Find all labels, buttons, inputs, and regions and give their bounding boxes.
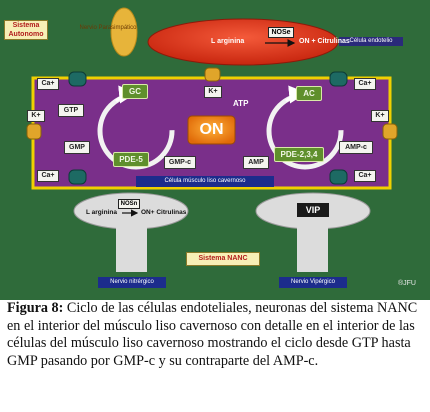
nosn-reaction-right: ON+ Citrulinas: [141, 209, 187, 216]
ca-label-top-right: Ca+: [354, 78, 376, 90]
endothelial-cell-label: Célula endotelio: [339, 37, 403, 46]
diagram-shapes: [26, 7, 398, 272]
nanc-system-label: Sistema NANC: [186, 252, 260, 266]
muscle-cell-label: Célula músculo liso cavernoso: [136, 176, 274, 187]
k-label-left: K+: [27, 110, 45, 122]
gc-label: GC: [122, 84, 148, 99]
figure-diagram: Sistema Autonomo Nervio Parasimpático Cé…: [0, 0, 430, 300]
parasympathetic-nerve-shape: [110, 7, 138, 57]
k-channel-right: [382, 123, 398, 140]
nosn-reaction-left: L arginina: [86, 209, 117, 216]
channel-top-left: [68, 71, 87, 87]
vipergic-nerve-label: Nervio Vipérgico: [279, 277, 347, 288]
k-label-right: K+: [371, 110, 389, 122]
channel-top-right: [329, 71, 348, 87]
figure-number: Figura 8:: [7, 300, 64, 316]
channel-bottom-left: [68, 169, 87, 185]
ca-label-bottom-right: Ca+: [354, 170, 376, 182]
ca-label-top-left: Ca+: [37, 78, 59, 90]
ca-label-bottom-left: Ca+: [37, 170, 59, 182]
channel-bottom-right: [329, 169, 348, 185]
k-channel-left: [26, 123, 42, 140]
vip-label: VIP: [297, 203, 329, 217]
ac-label: AC: [296, 86, 322, 101]
amp-label: AMP: [243, 156, 269, 169]
vipergic-axon: [297, 226, 328, 272]
on-center-label: ON: [199, 121, 224, 138]
nose-reaction-left: L arginina: [211, 38, 245, 45]
caption-text: Ciclo de las células endoteliales, neuro…: [7, 300, 418, 369]
nose-enzyme-label: NOSe: [268, 27, 294, 38]
k-label-top: K+: [204, 86, 222, 98]
author-credit: ®JFU: [398, 280, 416, 287]
nitrergic-axon: [116, 226, 147, 272]
k-channel-top: [204, 67, 221, 82]
gmpc-label: GMP-c: [164, 156, 196, 169]
pde5-label: PDE-5: [113, 152, 149, 167]
gtp-label: GTP: [58, 104, 84, 117]
nose-reaction-right: ON + Citrulinas: [299, 38, 350, 45]
autonomic-system-label: Sistema Autonomo: [4, 20, 48, 40]
nosn-enzyme-label: NOSn: [118, 199, 140, 209]
atp-label: ATP: [233, 99, 249, 108]
figure-caption: Figura 8: Ciclo de las células endotelia…: [7, 300, 425, 370]
gmp-label: GMP: [64, 141, 90, 154]
pde234-label: PDE-2,3,4: [274, 147, 324, 162]
parasympathetic-nerve-label: Nervio Parasimpático: [79, 25, 137, 31]
on-center-box: [187, 115, 236, 145]
ampc-label: AMP-c: [339, 141, 373, 154]
nitrergic-nerve-label: Nervio nitrérgico: [98, 277, 166, 288]
